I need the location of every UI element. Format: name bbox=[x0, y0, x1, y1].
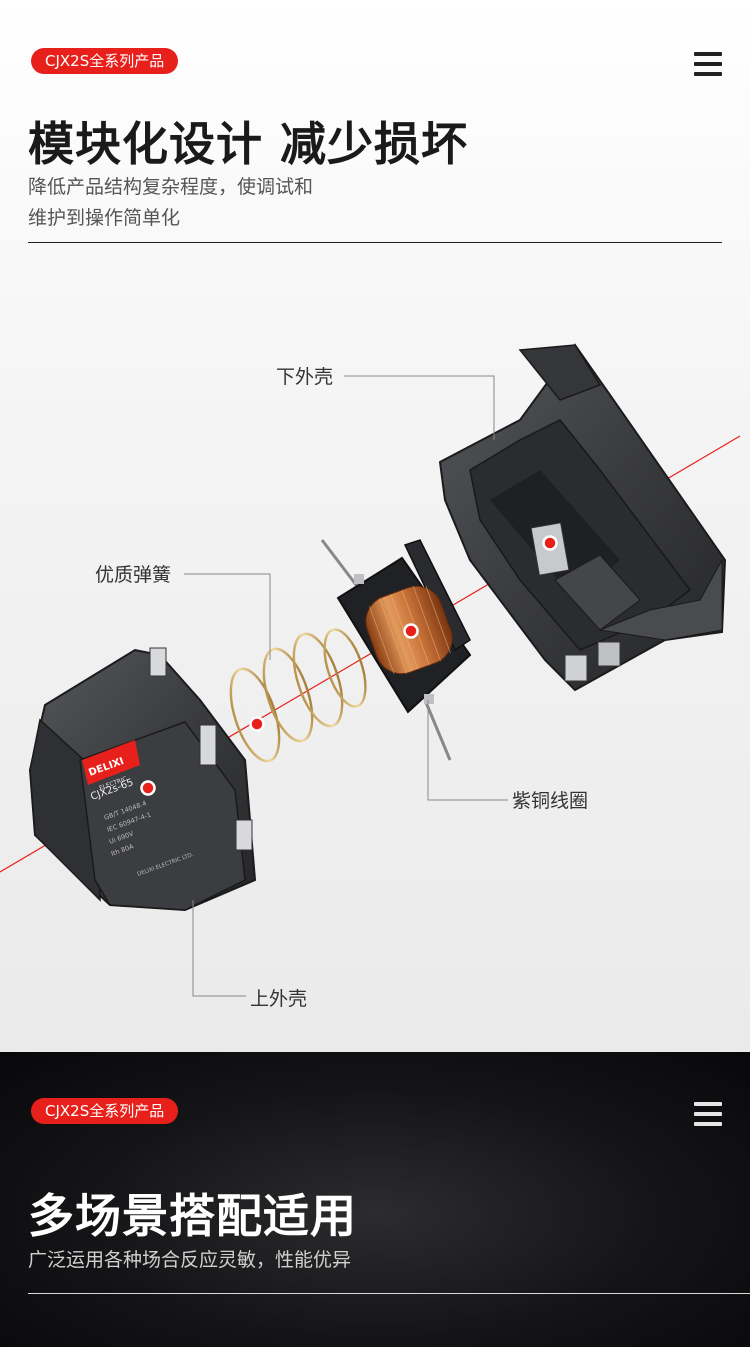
label-copper-coil: 紫铜线圈 bbox=[512, 790, 589, 812]
exploded-view-diagram: DELIXI ELECTRIC CJX2s-65 GB/T 14048.4 IE… bbox=[0, 343, 741, 997]
marker-dot-upper-shell bbox=[140, 780, 156, 796]
subtitle-line-1: 降低产品结构复杂程度，使调试和 bbox=[28, 176, 314, 198]
product-series-badge: CJX2S全系列产品 bbox=[31, 48, 179, 74]
title-divider bbox=[28, 1293, 750, 1294]
label-upper-shell: 上外壳 bbox=[250, 988, 308, 1010]
label-lower-shell: 下外壳 bbox=[276, 366, 334, 388]
title-divider bbox=[28, 242, 722, 243]
leader-line-coil bbox=[427, 700, 508, 801]
lower-shell-part bbox=[438, 343, 727, 692]
modular-design-section: CJX2S全系列产品 模块化设计 减少损坏 降低产品结构复杂程度，使调试和 维护… bbox=[0, 0, 750, 1052]
multi-scenario-section: CJX2S全系列产品 多场景搭配适用 广泛运用各种场合反应灵敏，性能优异 bbox=[0, 1052, 750, 1347]
section-title: 多场景搭配适用 bbox=[28, 1189, 357, 1243]
spring-part bbox=[229, 628, 367, 763]
marker-dot-coil bbox=[403, 623, 419, 639]
label-spring: 优质弹簧 bbox=[95, 564, 172, 586]
menu-icon[interactable] bbox=[694, 1102, 722, 1126]
product-series-badge: CJX2S全系列产品 bbox=[31, 1098, 179, 1124]
marker-dot-lower-shell bbox=[542, 535, 558, 551]
section-title: 模块化设计 减少损坏 bbox=[28, 117, 469, 171]
copper-coil-part bbox=[320, 539, 472, 761]
section-subtitle: 广泛运用各种场合反应灵敏，性能优异 bbox=[28, 1249, 352, 1271]
delixi-logo-plate bbox=[82, 740, 140, 785]
marker-dot-spring bbox=[249, 716, 265, 732]
menu-icon[interactable] bbox=[694, 52, 722, 76]
subtitle-line-2: 维护到操作简单化 bbox=[28, 207, 181, 229]
leader-line-upper-shell bbox=[192, 900, 246, 997]
leader-line-spring bbox=[184, 573, 271, 660]
upper-shell-part: DELIXI ELECTRIC CJX2s-65 GB/T 14048.4 IE… bbox=[28, 647, 257, 912]
section-subtitle: 降低产品结构复杂程度，使调试和 维护到操作简单化 bbox=[28, 172, 388, 234]
leader-line-lower-shell bbox=[344, 375, 495, 440]
